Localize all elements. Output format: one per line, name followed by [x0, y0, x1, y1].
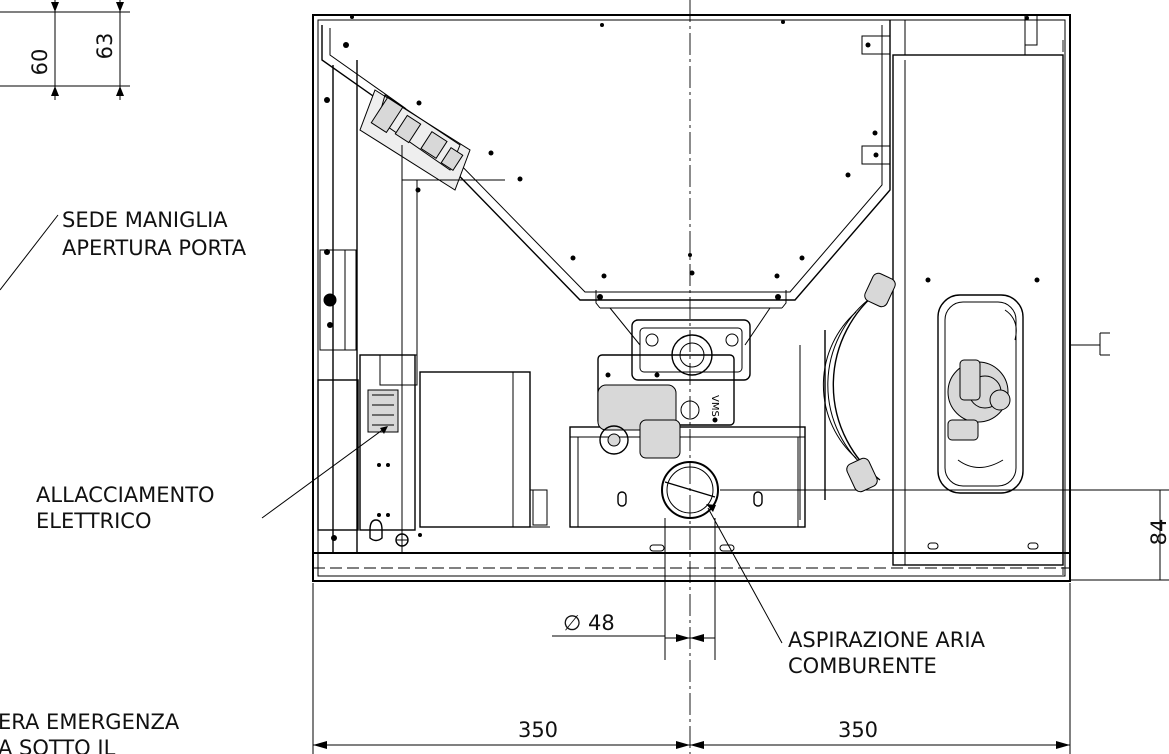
dim-60-text: 60: [28, 49, 52, 76]
dimension-60-63: 60 63: [0, 0, 130, 100]
label-air-intake-2: COMBURENTE: [788, 654, 937, 678]
dim-63-text: 63: [93, 33, 117, 60]
label-air-intake-1: ASPIRAZIONE ARIA: [788, 628, 986, 652]
control-board: [359, 89, 505, 553]
center-base: [569, 426, 806, 552]
pellet-hopper: [321, 20, 891, 346]
label-handle-seat-1: SEDE MANIGLIA: [62, 208, 228, 232]
label-electrical-1: ALLACCIAMENTO: [36, 483, 215, 507]
dimension-84: 84: [1070, 490, 1169, 581]
callout-leaders: [0, 214, 783, 644]
label-electrical-2: ELETTRICO: [36, 509, 152, 533]
diameter-dimension: ∅ 48: [552, 518, 716, 660]
right-compartment: [799, 14, 1110, 566]
dim-diameter-48: ∅ 48: [563, 611, 615, 635]
dim-350-left: 350: [518, 718, 558, 742]
label-emergency-1: ERA EMERGENZA: [0, 710, 180, 734]
svg-text:VMS: VMS: [709, 395, 720, 417]
air-intake-pipe: [661, 461, 1169, 519]
label-emergency-2: A SOTTO IL: [0, 736, 116, 754]
dim-350-right: 350: [838, 718, 878, 742]
label-handle-seat-2: APERTURA PORTA: [62, 236, 247, 260]
auger-motor: VMS: [597, 319, 751, 459]
bottom-dimensions: 350 350: [312, 583, 1071, 754]
fan-box: [419, 371, 550, 528]
stove-housing: [312, 14, 1071, 582]
dim-84-text: 84: [1147, 519, 1169, 546]
labels: SEDE MANIGLIA APERTURA PORTA ALLACCIAMEN…: [0, 208, 986, 754]
electrical-box: [317, 354, 422, 547]
